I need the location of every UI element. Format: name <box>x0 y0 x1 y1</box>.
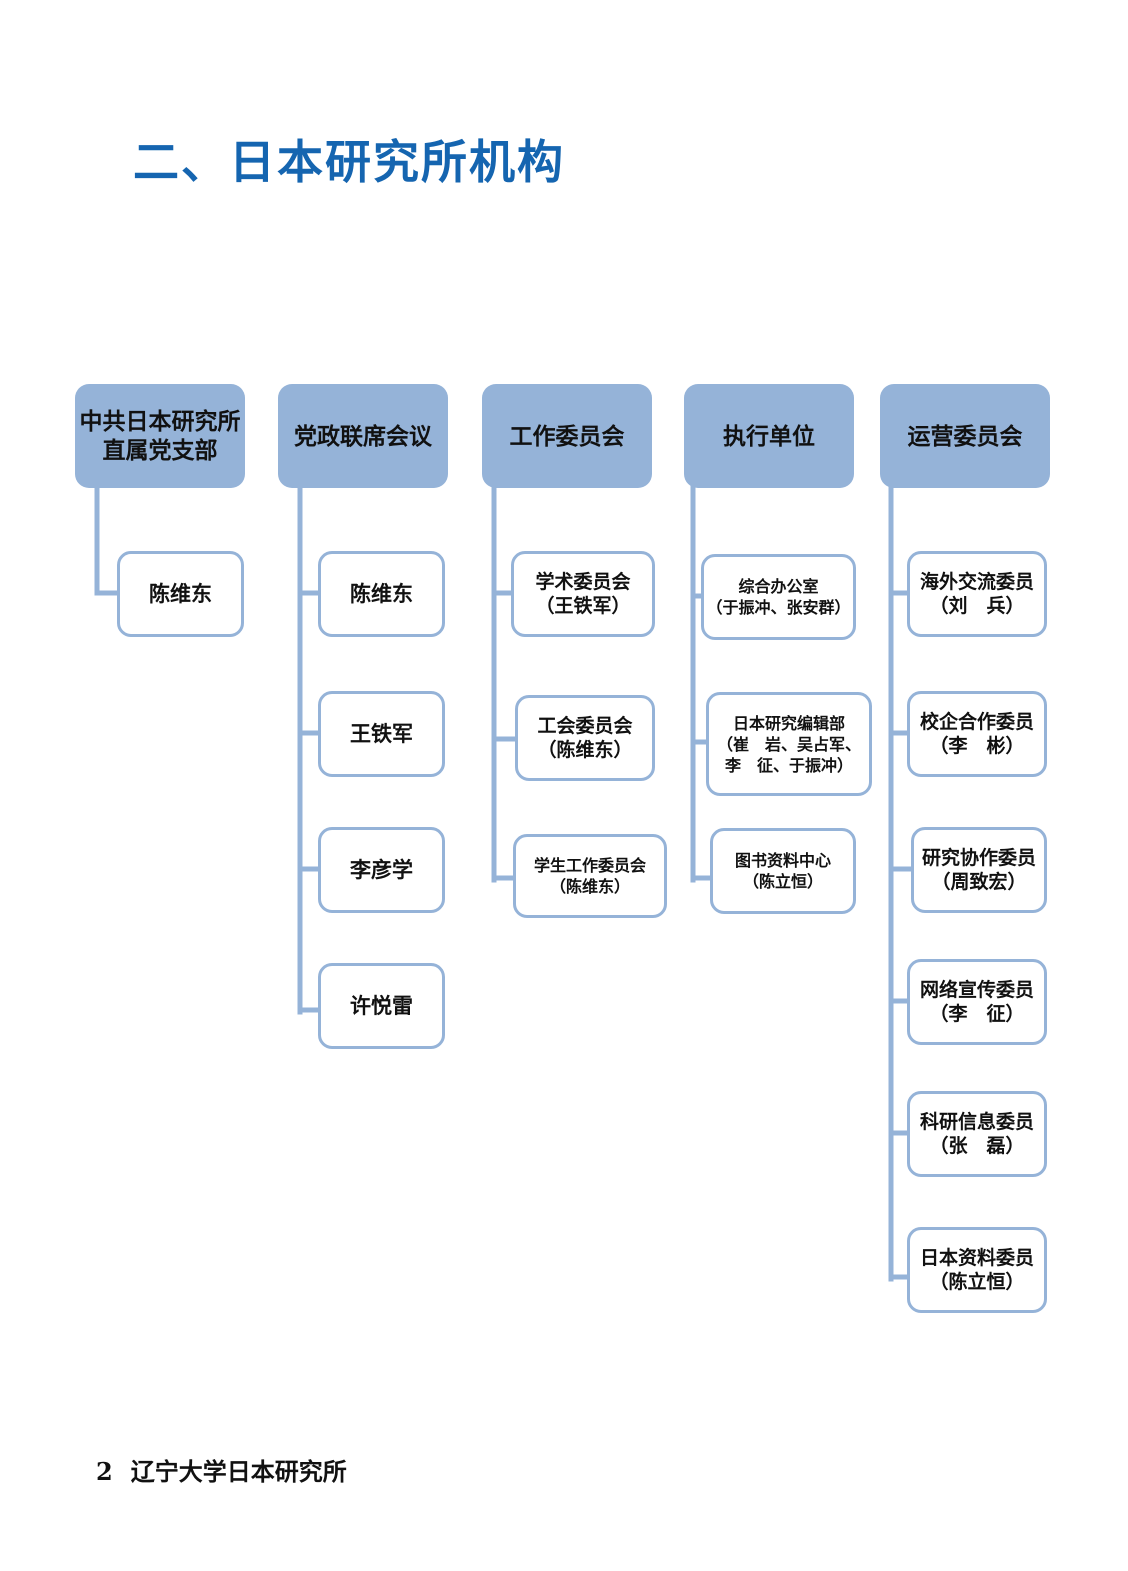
committee-box: 工会委员会 （陈维东） <box>515 695 655 781</box>
member-name: 陈维东 <box>350 581 413 606</box>
member-name: 许悦雷 <box>350 993 413 1018</box>
member-name: 陈维东 <box>149 581 212 606</box>
member-name: 王铁军 <box>350 721 413 746</box>
member-box: 王铁军 <box>318 691 445 777</box>
committee-leader: （陈维东） <box>549 877 630 896</box>
office-leader: （崔 岩、吴占军、 <box>716 734 861 754</box>
org-unit-label: 中共日本研究所 <box>79 408 241 435</box>
publication-name: 辽宁大学日本研究所 <box>130 1457 347 1486</box>
connector-col1 <box>94 485 122 596</box>
office-box: 图书资料中心 （陈立恒） <box>710 828 856 914</box>
office-leader: （陈立恒） <box>742 872 823 891</box>
committee-box: 学术委员会 （王铁军） <box>511 551 655 637</box>
office-box: 日本研究编辑部 （崔 岩、吴占军、 李 征、于振冲） <box>706 692 872 796</box>
member-box: 陈维东 <box>117 551 244 637</box>
committee-person: （刘 兵） <box>929 595 1025 617</box>
office-name: 图书资料中心 <box>734 851 831 870</box>
committee-member-box: 海外交流委员 （刘 兵） <box>907 551 1047 637</box>
committee-person: （陈立恒） <box>929 1271 1025 1293</box>
committee-role: 网络宣传委员 <box>919 979 1034 1001</box>
member-box: 陈维东 <box>318 551 445 637</box>
committee-box: 学生工作委员会 （陈维东） <box>513 834 667 918</box>
connector-col2-branch <box>297 590 323 1013</box>
office-box: 综合办公室 （于振冲、张安群） <box>701 554 856 640</box>
org-unit-label: 运营委员会 <box>907 422 1023 450</box>
committee-role: 校企合作委员 <box>919 711 1034 733</box>
org-unit-executive: 执行单位 <box>684 384 854 488</box>
committee-name: 学生工作委员会 <box>533 856 646 875</box>
page-number: 2 <box>96 1457 113 1486</box>
committee-leader: （陈维东） <box>537 739 633 761</box>
committee-role: 研究协作委员 <box>921 847 1036 869</box>
committee-name: 工会委员会 <box>537 715 633 737</box>
page-title: 二、日本研究所机构 <box>133 135 565 189</box>
committee-member-box: 网络宣传委员 （李 征） <box>907 959 1047 1045</box>
committee-leader: （王铁军） <box>535 595 631 617</box>
committee-person: （李 彬） <box>929 735 1025 757</box>
committee-person: （张 磊） <box>929 1135 1025 1157</box>
committee-role: 海外交流委员 <box>919 571 1034 593</box>
office-name: 综合办公室 <box>738 577 819 596</box>
page-footer: 2 辽宁大学日本研究所 <box>96 1452 347 1487</box>
org-unit-label: 执行单位 <box>723 422 815 450</box>
org-unit-party-branch: 中共日本研究所 直属党支部 <box>75 384 245 488</box>
office-leader: 李 征、于振冲） <box>724 755 853 775</box>
committee-role: 科研信息委员 <box>919 1111 1034 1133</box>
member-box: 许悦雷 <box>318 963 445 1049</box>
committee-member-box: 校企合作委员 （李 彬） <box>907 691 1047 777</box>
committee-role: 日本资料委员 <box>919 1247 1034 1269</box>
org-unit-label: 工作委员会 <box>509 422 625 450</box>
committee-person: （李 征） <box>929 1003 1025 1025</box>
committee-person: （周致宏） <box>931 871 1027 893</box>
committee-member-box: 日本资料委员 （陈立恒） <box>907 1227 1047 1313</box>
org-unit-work-committee: 工作委员会 <box>482 384 652 488</box>
org-unit-joint-meeting: 党政联席会议 <box>278 384 448 488</box>
connector-col3-branch <box>491 590 520 881</box>
committee-member-box: 科研信息委员 （张 磊） <box>907 1091 1047 1177</box>
committee-name: 学术委员会 <box>535 571 631 593</box>
org-unit-label: 党政联席会议 <box>294 422 432 450</box>
org-unit-operations-committee: 运营委员会 <box>880 384 1050 488</box>
office-leader: （于振冲、张安群） <box>706 598 851 617</box>
connector-col5-branch <box>888 590 916 1280</box>
office-name: 日本研究编辑部 <box>732 713 845 733</box>
committee-member-box: 研究协作委员 （周致宏） <box>911 827 1047 913</box>
member-box: 李彦学 <box>318 827 445 913</box>
member-name: 李彦学 <box>350 857 413 882</box>
org-unit-label: 直属党支部 <box>102 437 218 464</box>
